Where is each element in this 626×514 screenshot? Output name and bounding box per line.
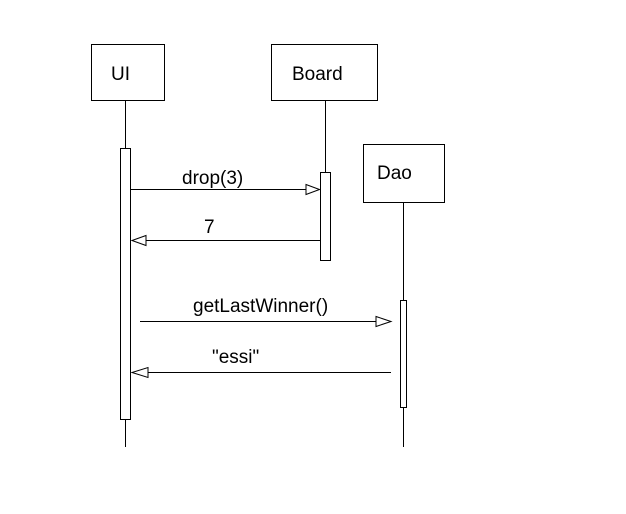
participant-ui-box <box>91 44 165 101</box>
activation-board <box>320 172 331 261</box>
message-drop-return: 7 <box>130 217 321 247</box>
message-get-last-winner-arrowhead <box>375 315 393 328</box>
activation-ui <box>120 148 131 420</box>
message-drop-arrowhead <box>305 183 321 196</box>
message-winner-return: "essi" <box>130 347 391 379</box>
participant-board: Board <box>271 44 378 101</box>
activation-dao <box>400 300 407 408</box>
participant-board-label: Board <box>292 64 343 85</box>
participant-dao-box <box>363 144 445 203</box>
message-drop: drop(3) <box>130 168 321 196</box>
participant-ui: UI <box>91 44 165 101</box>
message-drop-return-arrowhead <box>130 234 147 247</box>
message-winner-return-label: "essi" <box>212 347 259 368</box>
message-winner-return-arrowhead <box>130 366 149 379</box>
message-drop-return-label: 7 <box>204 217 215 238</box>
message-get-last-winner: getLastWinner() <box>140 296 393 328</box>
message-get-last-winner-label: getLastWinner() <box>193 296 328 317</box>
participant-ui-label: UI <box>111 64 130 85</box>
participant-dao: Dao <box>363 144 445 203</box>
participant-dao-label: Dao <box>377 163 412 184</box>
participant-board-box <box>271 44 378 101</box>
message-drop-label: drop(3) <box>182 168 243 189</box>
